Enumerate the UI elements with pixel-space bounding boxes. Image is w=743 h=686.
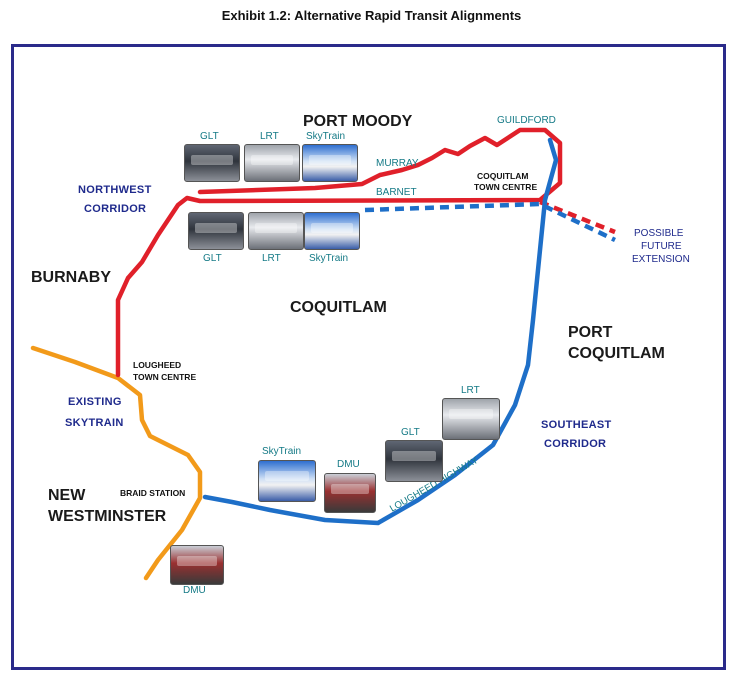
existing-skytrain-line bbox=[30, 345, 203, 581]
map-frame bbox=[11, 44, 726, 670]
mode-south-glt-label: GLT bbox=[401, 427, 420, 438]
place-port-moody: PORT MOODY bbox=[303, 113, 413, 130]
station-coquitlam-tc-line1: COQUITLAM bbox=[477, 171, 529, 181]
glt-vehicle-photo bbox=[385, 440, 443, 482]
mode-mid-lrt-label: LRT bbox=[262, 253, 281, 264]
extension-line1: POSSIBLE bbox=[634, 228, 684, 239]
mode-south-lrt-label: LRT bbox=[461, 385, 480, 396]
mode-south-skytrain-label: SkyTrain bbox=[262, 446, 302, 457]
dmu-vehicle-photo bbox=[324, 473, 376, 513]
mode-top-glt-label: GLT bbox=[200, 131, 219, 142]
place-port-coquitlam-line2: COQUITLAM bbox=[568, 345, 665, 362]
existing-skytrain-line1: EXISTING bbox=[68, 396, 122, 408]
mode-top-lrt-label: LRT bbox=[260, 131, 279, 142]
station-braid: BRAID STATION bbox=[120, 488, 186, 498]
corridor-northwest-line2: CORRIDOR bbox=[84, 203, 147, 215]
mode-sw-dmu-label: DMU bbox=[183, 585, 206, 596]
skytrain-vehicle-photo bbox=[302, 144, 358, 182]
corridor-southeast-line1: SOUTHEAST bbox=[541, 419, 612, 431]
place-port-coquitlam-line1: PORT bbox=[568, 324, 613, 341]
extension-line2: FUTURE bbox=[641, 241, 682, 252]
station-guildford: GUILDFORD bbox=[497, 115, 556, 126]
station-coquitlam-tc-line2: TOWN CENTRE bbox=[474, 182, 538, 192]
place-new-westminster-line1: NEW bbox=[48, 487, 86, 504]
lrt-vehicle-photo bbox=[248, 212, 304, 250]
lrt-vehicle-photo bbox=[442, 398, 500, 440]
mode-top-skytrain-label: SkyTrain bbox=[306, 131, 346, 142]
corridor-northwest-line1: NORTHWEST bbox=[78, 184, 152, 196]
place-burnaby: BURNABY bbox=[31, 269, 111, 286]
dmu-vehicle-photo bbox=[170, 545, 224, 585]
future-extension-blue bbox=[364, 201, 616, 243]
skytrain-vehicle-photo bbox=[258, 460, 316, 502]
station-lougheed-tc-line1: LOUGHEED bbox=[133, 360, 182, 370]
extension-line3: EXTENSION bbox=[632, 254, 690, 265]
place-new-westminster-line2: WESTMINSTER bbox=[48, 508, 167, 525]
station-barnet: BARNET bbox=[376, 187, 417, 198]
existing-skytrain-line2: SKYTRAIN bbox=[65, 417, 124, 429]
exhibit-title: Exhibit 1.2: Alternative Rapid Transit A… bbox=[221, 8, 522, 23]
corridor-southeast-line2: CORRIDOR bbox=[544, 438, 607, 450]
glt-vehicle-photo bbox=[188, 212, 244, 250]
future-extension-red bbox=[539, 199, 616, 235]
station-murray: MURRAY bbox=[376, 158, 419, 169]
place-coquitlam: COQUITLAM bbox=[290, 299, 387, 316]
glt-vehicle-photo bbox=[184, 144, 240, 182]
northwest-corridor-line bbox=[115, 127, 563, 378]
station-lougheed-tc-line2: TOWN CENTRE bbox=[133, 372, 197, 382]
mode-south-dmu-label: DMU bbox=[337, 459, 360, 470]
mode-mid-glt-label: GLT bbox=[203, 253, 222, 264]
southeast-corridor-line bbox=[202, 137, 559, 526]
skytrain-vehicle-photo bbox=[304, 212, 360, 250]
mode-mid-skytrain-label: SkyTrain bbox=[309, 253, 349, 264]
lrt-vehicle-photo bbox=[244, 144, 300, 182]
